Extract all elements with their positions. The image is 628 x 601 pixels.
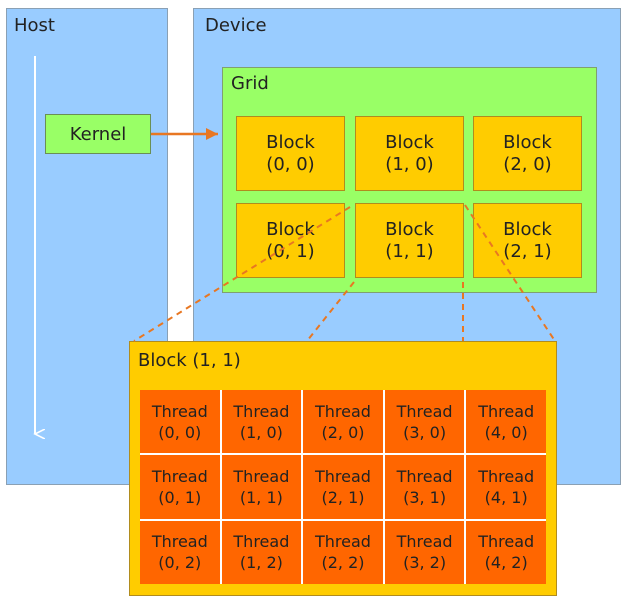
thread-label: Thread [233,466,290,486]
thread-label: Thread [396,466,453,486]
thread-1-0: Thread(1, 0) [221,390,302,454]
grid-box: Grid Block (0, 0) Block (1, 0) Block (2,… [222,67,597,293]
thread-4-2: Thread(4, 2) [466,520,546,584]
thread-label: Thread [151,466,208,486]
block-label: Block [385,218,434,240]
thread-label: Thread [315,401,371,421]
thread-index: (2, 2) [321,553,365,573]
block-index: (1, 0) [385,153,434,175]
thread-index: (0, 0) [158,422,202,442]
thread-label: Thread [315,532,371,552]
thread-2-0: Thread(2, 0) [303,390,383,454]
block-1-0: Block (1, 0) [355,116,464,191]
thread-1-2: Thread(1, 2) [221,520,302,584]
kernel-box: Kernel [45,114,151,154]
thread-label: Thread [233,532,290,552]
block-1-1: Block (1, 1) [355,203,464,278]
block-index: (2, 0) [503,153,552,175]
thread-label: Thread [478,532,535,552]
thread-index: (3, 1) [403,487,447,507]
block-detail-box: Block (1, 1) Thread(0, 0) Thread(1, 0) T… [129,341,557,596]
thread-2-1: Thread(2, 1) [303,455,383,519]
device-title: Device [205,15,267,36]
thread-index: (0, 1) [158,487,202,507]
block-label: Block [266,218,315,240]
block-index: (2, 1) [503,240,552,262]
block-label: Block [503,218,552,240]
block-index: (1, 1) [385,240,434,262]
thread-index: (4, 0) [484,422,528,442]
thread-0-1: Thread(0, 1) [140,455,220,519]
thread-2-2: Thread(2, 2) [303,520,383,584]
thread-index: (3, 2) [403,553,447,573]
thread-0-2: Thread(0, 2) [140,520,220,584]
thread-4-1: Thread(4, 1) [466,455,546,519]
block-index: (0, 0) [266,153,315,175]
grid-title: Grid [231,73,269,94]
thread-1-1: Thread(1, 1) [221,455,302,519]
thread-label: Thread [396,401,453,421]
thread-index: (1, 0) [239,422,283,442]
thread-label: Thread [315,466,371,486]
thread-3-2: Thread(3, 2) [384,520,465,584]
thread-index: (0, 2) [158,553,202,573]
thread-label: Thread [478,466,535,486]
thread-index: (3, 0) [403,422,447,442]
block-index: (0, 1) [266,240,315,262]
thread-label: Thread [478,401,535,421]
thread-label: Thread [151,401,208,421]
block-0-0: Block (0, 0) [236,116,345,191]
thread-0-0: Thread(0, 0) [140,390,220,454]
host-title: Host [14,15,55,36]
thread-index: (2, 1) [321,487,365,507]
thread-label: Thread [151,532,208,552]
block-0-1: Block (0, 1) [236,203,345,278]
thread-3-1: Thread(3, 1) [384,455,465,519]
thread-3-0: Thread(3, 0) [384,390,465,454]
block-label: Block [266,131,315,153]
thread-index: (1, 1) [239,487,283,507]
thread-index: (2, 0) [321,422,365,442]
thread-label: Thread [233,401,290,421]
thread-label: Thread [396,532,453,552]
block-label: Block [503,131,552,153]
thread-index: (1, 2) [239,553,283,573]
block-label: Block [385,131,434,153]
thread-index: (4, 1) [484,487,528,507]
block-2-1: Block (2, 1) [473,203,582,278]
thread-index: (4, 2) [484,553,528,573]
block-2-0: Block (2, 0) [473,116,582,191]
thread-grid: Thread(0, 0) Thread(1, 0) Thread(2, 0) T… [140,390,546,584]
thread-4-0: Thread(4, 0) [466,390,546,454]
block-detail-title: Block (1, 1) [138,350,241,371]
